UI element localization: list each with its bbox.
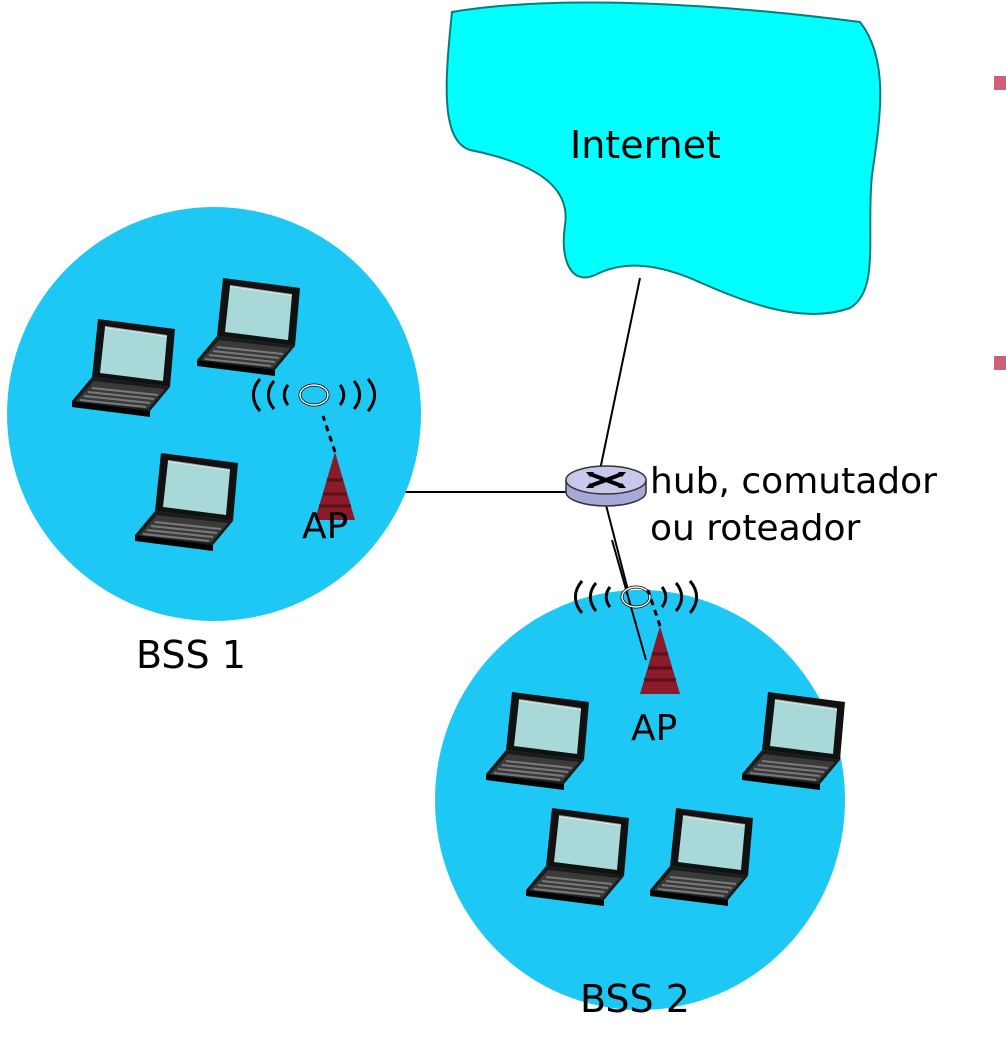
bss1-coverage-circle (7, 207, 421, 621)
wire-internet-router (599, 277, 641, 471)
bss2-coverage-circle (435, 590, 845, 1010)
router-icon (565, 465, 647, 507)
side-marker (994, 356, 1006, 370)
router-label-line2: ou roteador (650, 508, 861, 549)
internet-label: Internet (570, 123, 721, 167)
bss2-ap-label: AP (631, 708, 677, 749)
router-label-line1: hub, comutador (650, 461, 937, 502)
bss1-ap-label: AP (302, 506, 348, 547)
side-marker (994, 76, 1006, 90)
internet-cloud (445, 1, 882, 315)
bss2-label: BSS 2 (580, 977, 690, 1021)
bss1-label: BSS 1 (136, 633, 246, 677)
